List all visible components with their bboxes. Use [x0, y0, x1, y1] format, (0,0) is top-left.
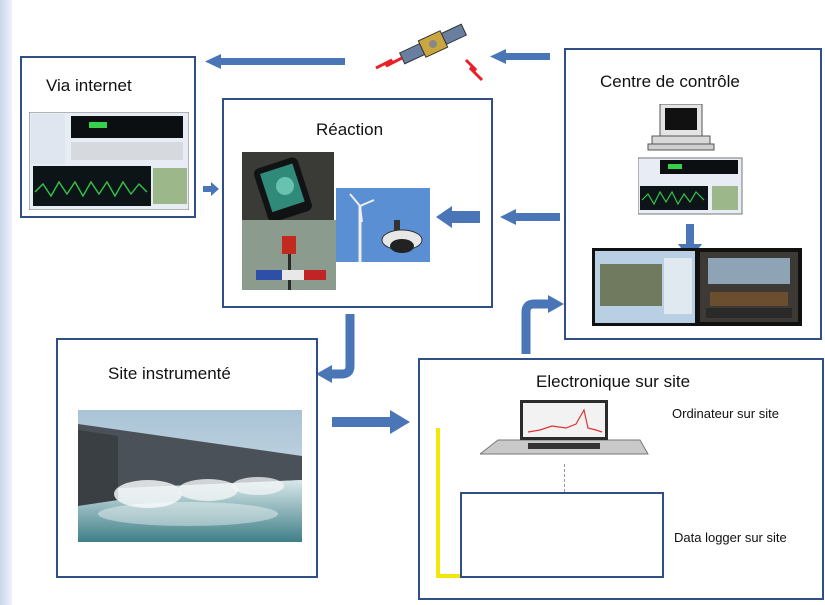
lightning-icon: [375, 56, 403, 70]
arrow-inside-reaction: [436, 206, 480, 228]
arrow-centre-to-reaction: [500, 209, 560, 225]
data-logger-label: Data logger sur site: [674, 530, 787, 545]
control-centre-computer: [638, 104, 743, 260]
site-instrumente-box: Site instrumenté: [56, 338, 318, 578]
electronique-title: Electronique sur site: [536, 372, 691, 391]
arrow-to-via-internet: [205, 54, 345, 69]
data-logger-box: [460, 492, 664, 578]
web-monitoring-screenshot: [29, 112, 189, 210]
arrow-from-centre: [490, 49, 550, 64]
arrow-electronique-to-centre: [521, 295, 564, 354]
laptop-icon: [480, 400, 649, 455]
lightning-icon: [464, 58, 484, 82]
connector-line: [564, 464, 565, 492]
via-internet-box: Via internet: [20, 56, 196, 218]
centre-controle-title: Centre de contrôle: [600, 72, 740, 91]
reaction-box: Réaction: [222, 98, 493, 308]
control-room-photos: [592, 248, 802, 326]
dam-photo: [78, 410, 302, 542]
yellow-line-vertical: [436, 428, 440, 578]
ordinateur-label: Ordinateur sur site: [672, 406, 779, 421]
arrow-internet-to-reaction: [203, 182, 219, 196]
arrow-site-to-electronique: [332, 410, 410, 434]
reaction-devices-photo: [242, 152, 430, 290]
site-instrumente-title: Site instrumenté: [108, 364, 231, 383]
arrow-reaction-to-site: [316, 314, 355, 383]
satellite-icon: [375, 23, 484, 82]
reaction-title: Réaction: [316, 120, 384, 139]
centre-controle-box: Centre de contrôle: [564, 48, 822, 340]
background-strip: [0, 0, 12, 605]
via-internet-title: Via internet: [46, 76, 132, 95]
electronique-box: Electronique sur site Ordinateur sur sit…: [418, 358, 824, 600]
